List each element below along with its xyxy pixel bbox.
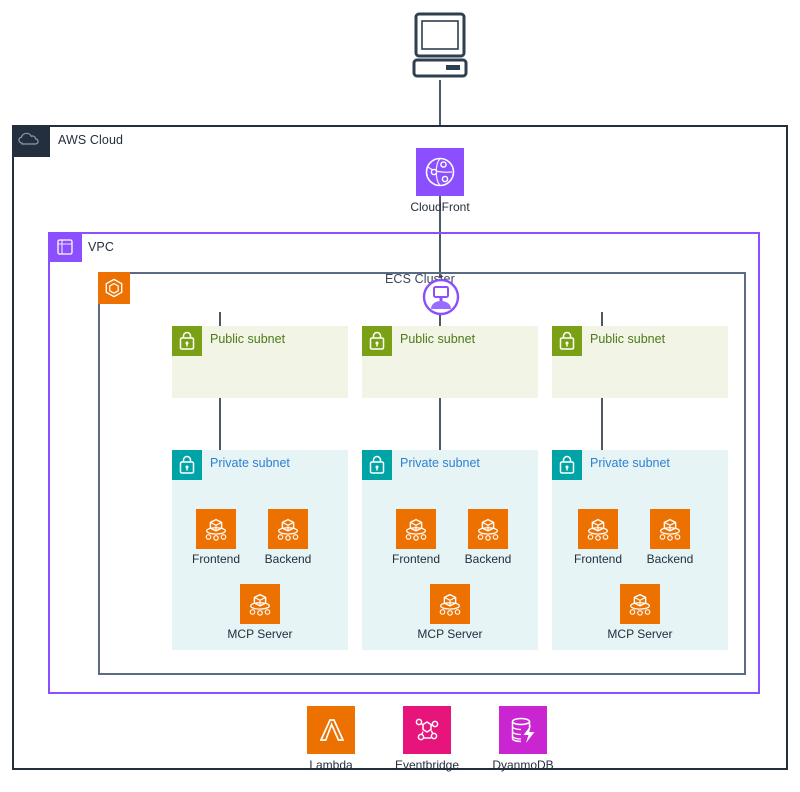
service-label: MCP Server: [607, 627, 673, 641]
lock-glyph: [369, 455, 385, 474]
ecs-task-icon: [268, 509, 308, 549]
private-subnet-label: Private subnet: [590, 456, 670, 470]
lambda-icon: [307, 706, 355, 754]
service-cloudfront[interactable]: CloudFront: [410, 148, 470, 218]
ecs-task-glyph: [629, 593, 651, 616]
service-mcp-az2[interactable]: MCP Server: [417, 584, 483, 642]
vpc-glyph: [57, 239, 73, 255]
eventbridge-glyph: [415, 718, 439, 741]
service-label: MCP Server: [417, 627, 483, 641]
aws-logo-glyph: [18, 132, 39, 145]
service-dynamodb[interactable]: DyanmoDB: [492, 706, 554, 776]
ecs-task-icon: [196, 509, 236, 549]
ecs-task-icon: [468, 509, 508, 549]
dynamodb-glyph: [511, 717, 535, 743]
eventbridge-icon: [403, 706, 451, 754]
ecs-task-glyph: [659, 518, 681, 541]
ecs-task-icon: [396, 509, 436, 549]
public-subnet-az3[interactable]: Public subnet: [552, 326, 728, 398]
service-backend-az3[interactable]: Backend: [647, 509, 693, 567]
service-frontend-az2[interactable]: Frontend: [392, 509, 440, 567]
service-label: Frontend: [191, 552, 241, 566]
lock-glyph: [179, 331, 195, 350]
public-subnet-label: Public subnet: [400, 332, 476, 346]
ecs-task-icon: [430, 584, 470, 624]
lock-glyph: [559, 331, 575, 350]
lock-glyph: [179, 455, 195, 474]
ecs-hexagon-glyph: [105, 278, 123, 298]
service-frontend-az3[interactable]: Frontend: [574, 509, 622, 567]
ecs-task-glyph: [249, 593, 271, 616]
public-subnet-label: Public subnet: [210, 332, 286, 346]
ecs-task-glyph: [439, 593, 461, 616]
service-lambda[interactable]: Lambda: [307, 706, 355, 776]
private-subnet-az2[interactable]: Private subnet: [362, 450, 538, 650]
private-subnet-label: Private subnet: [400, 456, 480, 470]
client-workstation[interactable]: [408, 10, 472, 80]
service-backend-az2[interactable]: Backend: [465, 509, 511, 567]
ecs-task-glyph: [587, 518, 609, 541]
group-aws-cloud: [12, 125, 788, 770]
service-eventbridge[interactable]: Eventbridge: [395, 706, 459, 776]
ecs-cluster-icon: [98, 272, 130, 304]
service-label: Frontend: [573, 552, 623, 566]
ecs-task-glyph: [205, 518, 227, 541]
group-ecs-cluster: [98, 272, 746, 675]
public-subnet-label: Public subnet: [590, 332, 666, 346]
service-label: Frontend: [391, 552, 441, 566]
public-subnet-az2[interactable]: Public subnet: [362, 326, 538, 398]
ecs-task-icon: [578, 509, 618, 549]
public-subnet-az1[interactable]: Public subnet: [172, 326, 348, 398]
ecs-task-icon: [650, 509, 690, 549]
lock-icon: [552, 326, 582, 356]
group-vpc-label: VPC: [88, 240, 115, 254]
group-vpc: [48, 232, 760, 694]
ecs-cluster-client[interactable]: [422, 278, 460, 316]
lock-glyph: [559, 455, 575, 474]
ecs-task-glyph: [405, 518, 427, 541]
service-lambda-label: Lambda: [309, 758, 353, 772]
computer-icon: [412, 12, 468, 78]
lock-glyph: [369, 331, 385, 350]
ecs-task-icon: [620, 584, 660, 624]
service-dynamodb-label: DyanmoDB: [492, 758, 554, 772]
service-cloudfront-label: CloudFront: [410, 200, 470, 214]
service-label: Backend: [464, 552, 512, 566]
private-subnet-label: Private subnet: [210, 456, 290, 470]
service-label: Backend: [646, 552, 694, 566]
service-mcp-az3[interactable]: MCP Server: [607, 584, 673, 642]
service-mcp-az1[interactable]: MCP Server: [227, 584, 293, 642]
dynamodb-icon: [499, 706, 547, 754]
service-label: Backend: [264, 552, 312, 566]
lock-icon: [362, 450, 392, 480]
ecs-task-icon: [240, 584, 280, 624]
ecs-task-glyph: [277, 518, 299, 541]
group-aws-cloud-label: AWS Cloud: [58, 133, 124, 147]
service-frontend-az1[interactable]: Frontend: [192, 509, 240, 567]
cluster-client-icon: [422, 278, 460, 316]
service-label: MCP Server: [227, 627, 293, 641]
lambda-glyph: [319, 719, 345, 741]
aws-cloud-icon: [12, 125, 50, 157]
service-eventbridge-label: Eventbridge: [394, 758, 460, 772]
cloudfront-glyph: [425, 157, 455, 187]
lock-icon: [172, 450, 202, 480]
lock-icon: [362, 326, 392, 356]
service-backend-az1[interactable]: Backend: [265, 509, 311, 567]
lock-icon: [552, 450, 582, 480]
vpc-icon: [48, 232, 82, 262]
lock-icon: [172, 326, 202, 356]
cloudfront-icon: [416, 148, 464, 196]
ecs-task-glyph: [477, 518, 499, 541]
